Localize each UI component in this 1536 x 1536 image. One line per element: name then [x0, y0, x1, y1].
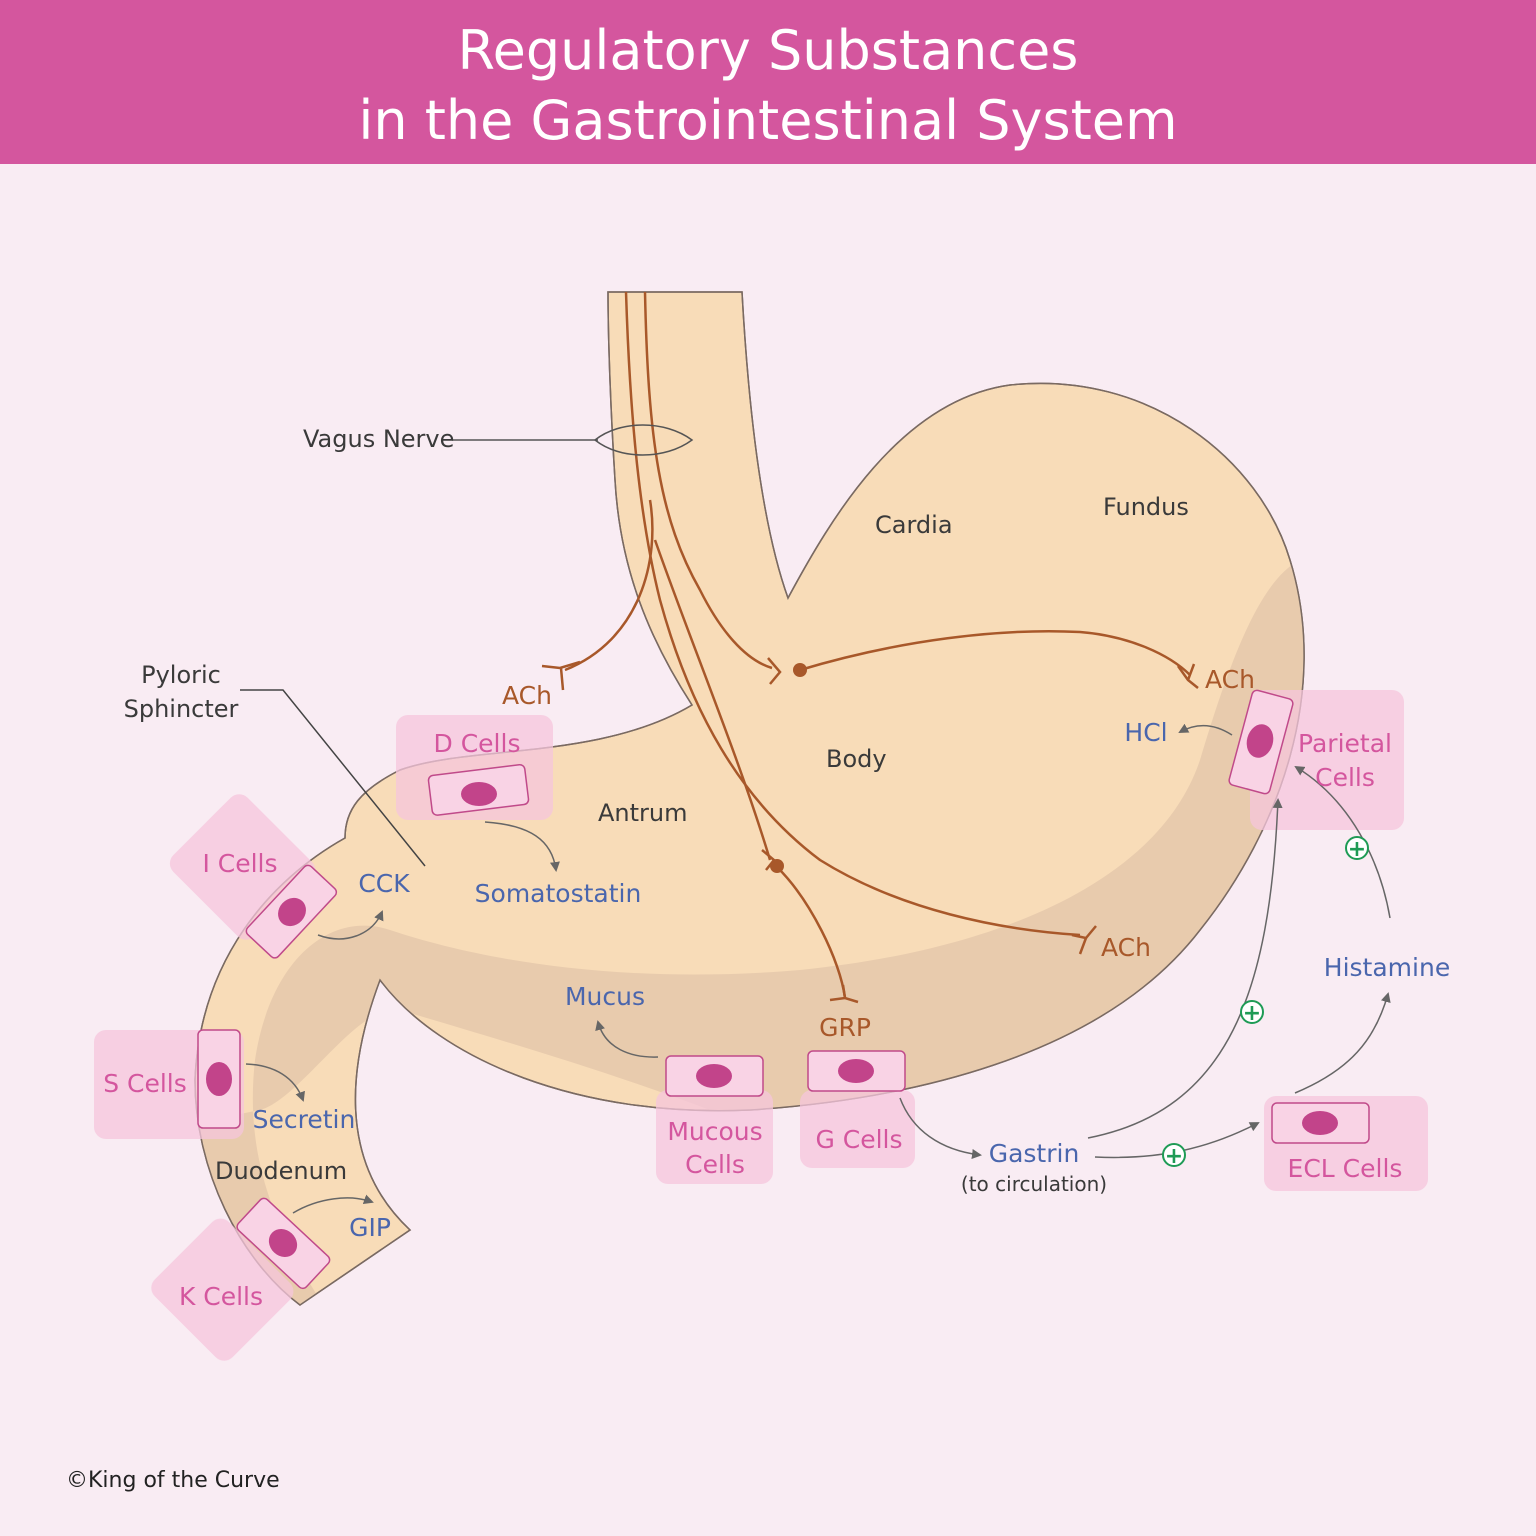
copyright-notice: ©King of the Curve [66, 1468, 280, 1493]
cell-d [427, 763, 530, 816]
plus-icon [1240, 1000, 1264, 1024]
cell-i [245, 864, 338, 959]
cell-g [807, 1050, 906, 1092]
label-duodenum: Duodenum [215, 1157, 347, 1185]
label-vagus-nerve: Vagus Nerve [303, 425, 454, 453]
stimulation-markers: + + + [1162, 836, 1369, 1169]
label-cck: CCK [358, 869, 410, 898]
label-hcl: HCl [1124, 718, 1167, 747]
label-mucous-cells-line1: Mucous [667, 1117, 762, 1146]
nerve-branches [777, 630, 1191, 999]
label-cardia: Cardia [875, 511, 953, 539]
synapse-dot-antrum [770, 859, 784, 873]
label-secretin: Secretin [253, 1105, 356, 1134]
synapse-dot-body [793, 663, 807, 677]
plus-icon [1162, 1143, 1186, 1167]
label-i-cells: I Cells [202, 849, 277, 878]
label-body: Body [826, 745, 887, 773]
pyloric-leader-line [240, 689, 426, 867]
label-antrum: Antrum [598, 799, 688, 827]
label-ach-lower: ACh [1101, 933, 1151, 962]
plus-icon [1345, 836, 1369, 860]
cell-s [197, 1029, 241, 1129]
title-banner: Regulatory Substances in the Gastrointes… [0, 0, 1536, 164]
label-ach-antrum: ACh [502, 681, 552, 710]
label-histamine: Histamine [1324, 953, 1450, 982]
cell-ecl [1271, 1102, 1370, 1144]
label-d-cells: D Cells [434, 729, 521, 758]
label-pyloric-line1: Pyloric [141, 661, 221, 689]
label-ecl-cells: ECL Cells [1288, 1154, 1403, 1183]
plus-symbol-gastrin-parietal: + [1243, 1001, 1261, 1026]
title-line-2: in the Gastrointestinal System [358, 89, 1178, 152]
cell-parietal [1228, 689, 1294, 795]
label-fundus: Fundus [1103, 493, 1189, 521]
vagus-nerve [564, 291, 1081, 937]
label-gastrin: Gastrin [989, 1139, 1080, 1168]
label-s-cells: S Cells [103, 1069, 187, 1098]
vagus-cut-icon [593, 424, 694, 456]
page-title: Regulatory Substances in the Gastrointes… [0, 16, 1536, 156]
plus-symbol-histamine-parietal: + [1348, 837, 1366, 862]
label-pyloric-line2: Sphincter [124, 695, 239, 723]
label-g-cells: G Cells [815, 1125, 902, 1154]
label-parietal-cells-line2: Cells [1315, 763, 1375, 792]
cell-mucous [665, 1055, 764, 1097]
label-gastrin-note: (to circulation) [961, 1172, 1107, 1196]
label-somatostatin: Somatostatin [475, 879, 642, 908]
plus-symbol-gastrin-ecl: + [1165, 1144, 1183, 1169]
label-grp: GRP [819, 1013, 871, 1042]
title-line-1: Regulatory Substances [457, 19, 1079, 82]
label-parietal-cells-line1: Parietal [1298, 729, 1392, 758]
label-k-cells: K Cells [179, 1282, 263, 1311]
nerve-terminals [541, 657, 1199, 1004]
label-mucous-cells-line2: Cells [685, 1150, 745, 1179]
cell-k [236, 1197, 331, 1290]
label-mucus: Mucus [565, 982, 645, 1011]
label-ach-parietal: ACh [1205, 665, 1255, 694]
label-gip: GIP [349, 1213, 391, 1242]
